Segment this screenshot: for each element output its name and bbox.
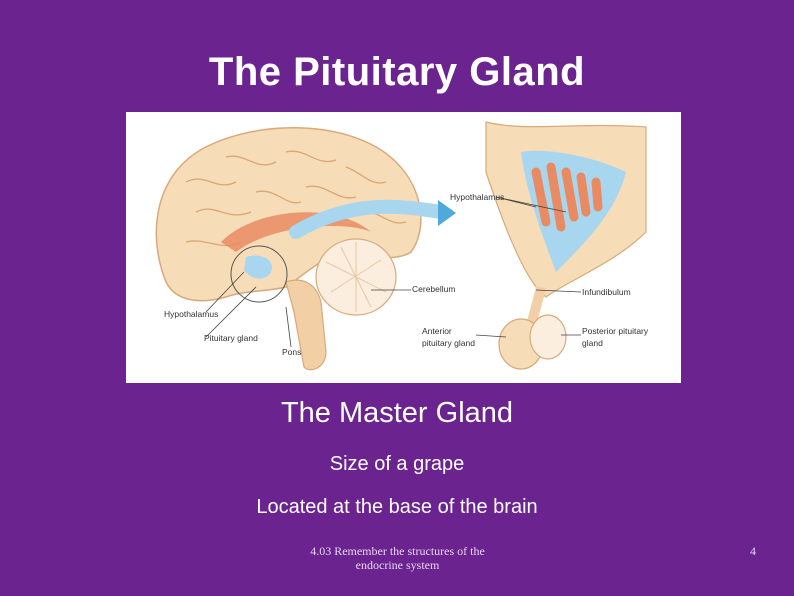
label-posterior-1: Posterior pituitary: [582, 326, 649, 336]
bullet-size: Size of a grape: [329, 453, 465, 475]
label-pituitary-gland: Pituitary gland: [204, 333, 258, 343]
posterior-lobe: [529, 314, 567, 360]
slide-footer: 4.03 Remember the structures of the endo…: [310, 544, 485, 572]
bullet-location: Located at the base of the brain: [256, 496, 538, 518]
label-pons: Pons: [282, 347, 301, 357]
label-cerebellum: Cerebellum: [412, 284, 455, 294]
brainstem-shape: [285, 279, 327, 371]
brain-illustration: Hypothalamus Pituitary gland Pons Cerebe…: [155, 121, 649, 371]
label-hypothalamus-right: Hypothalamus: [450, 192, 504, 202]
label-anterior-2: pituitary gland: [422, 338, 475, 348]
slide-title: The Pituitary Gland: [208, 50, 586, 94]
slide-subtitle: The Master Gland: [280, 397, 514, 429]
label-infundibulum: Infundibulum: [582, 287, 631, 297]
label-anterior-1: Anterior: [422, 326, 452, 336]
brain-diagram: Hypothalamus Pituitary gland Pons Cerebe…: [126, 112, 681, 383]
page-number: 4: [750, 544, 756, 558]
label-posterior-2: gland: [582, 338, 603, 348]
pituitary-circle: [230, 245, 288, 303]
label-hypothalamus-left: Hypothalamus: [164, 309, 218, 319]
